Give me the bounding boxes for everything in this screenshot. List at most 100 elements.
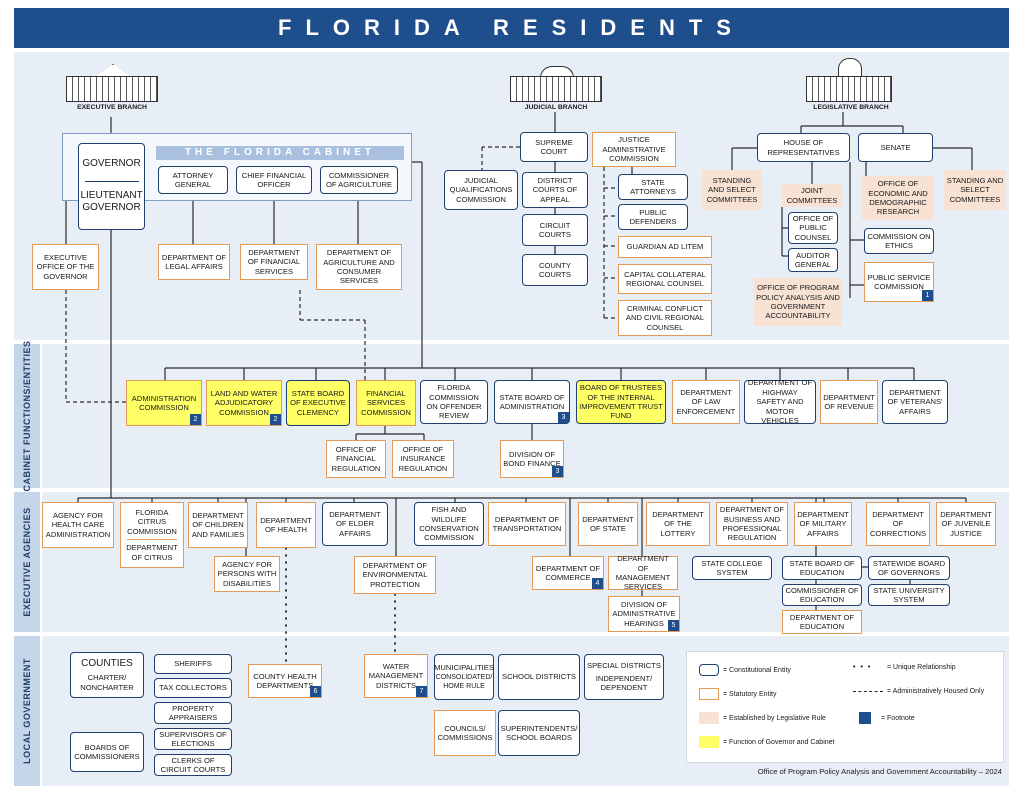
senate-box[interactable]: SENATE: [858, 133, 933, 162]
tax-collectors-box[interactable]: TAX COLLECTORS: [154, 678, 232, 698]
ahca-box[interactable]: AGENCY FOR HEALTH CARE ADMINISTRATION: [42, 502, 114, 548]
dept-agriculture-consumer-services-box[interactable]: DEPARTMENT OF AGRICULTURE AND CONSUMER S…: [316, 244, 402, 290]
counties-box[interactable]: COUNTIES CHARTER/ NONCHARTER: [70, 652, 144, 698]
footnote-4: 4: [592, 578, 603, 589]
municipalities-box[interactable]: MUNICIPALITIES CONSOLIDATED/ HOME RULE: [434, 654, 494, 700]
criminal-conflict-civil-regional-counsel-box[interactable]: CRIMINAL CONFLICT AND CIVIL REGIONAL COU…: [618, 300, 712, 336]
dept-state-box[interactable]: DEPARTMENT OF STATE: [578, 502, 638, 546]
office-of-public-counsel-box[interactable]: OFFICE OF PUBLIC COUNSEL: [788, 212, 838, 244]
dept-legal-affairs-box[interactable]: DEPARTMENT OF LEGAL AFFAIRS: [158, 244, 230, 280]
footnote-6: 6: [310, 686, 321, 697]
school-districts-box[interactable]: SCHOOL DISTRICTS: [498, 654, 580, 700]
dept-revenue-box[interactable]: DEPARTMENT OF REVENUE: [820, 380, 878, 424]
legend-constitutional: = Constitutional Entity: [699, 664, 791, 676]
clerks-of-circuit-courts-box[interactable]: CLERKS OF CIRCUIT COURTS: [154, 754, 232, 776]
district-courts-of-appeal-box[interactable]: DISTRICT COURTS OF APPEAL: [522, 172, 588, 208]
legislature-building-icon: [806, 58, 892, 102]
dept-commerce-box[interactable]: DEPARTMENT OF COMMERCE 4: [532, 556, 604, 590]
legend: = Constitutional Entity = Statutory Enti…: [686, 651, 1004, 763]
councils-commissions-box[interactable]: COUNCILS/ COMMISSIONS: [434, 710, 496, 756]
special-districts-box[interactable]: SPECIAL DISTRICTS INDEPENDENT/ DEPENDENT: [584, 654, 664, 700]
land-water-adjudicatory-commission-box[interactable]: LAND AND WATER ADJUDICATORY COMMISSION 2: [206, 380, 282, 426]
courthouse-building-icon: [510, 66, 602, 102]
dept-children-families-box[interactable]: DEPARTMENT OF CHILDREN AND FAMILIES: [188, 502, 248, 548]
judicial-qualifications-commission-box[interactable]: JUDICIAL QUALIFICATIONS COMMISSION: [444, 170, 518, 210]
office-insurance-regulation-box[interactable]: OFFICE OF INSURANCE REGULATION: [392, 440, 454, 478]
dept-corrections-box[interactable]: DEPARTMENT OF CORRECTIONS: [866, 502, 930, 546]
boards-of-commissioners-box[interactable]: BOARDS OF COMMISSIONERS: [70, 732, 144, 772]
footnote-3a: 3: [558, 412, 569, 423]
state-board-of-education-box[interactable]: STATE BOARD OF EDUCATION: [782, 556, 862, 580]
footnote-2a: 2: [190, 414, 201, 425]
public-service-commission-box[interactable]: PUBLIC SERVICE COMMISSION 1: [864, 262, 934, 302]
dept-health-box[interactable]: DEPARTMENT OF HEALTH: [256, 502, 316, 548]
dept-environmental-protection-box[interactable]: DEPARTMENT OF ENVIRONMENTAL PROTECTION: [354, 556, 436, 594]
water-management-districts-box[interactable]: WATER MANAGEMENT DISTRICTS 7: [364, 654, 428, 698]
circuit-courts-box[interactable]: CIRCUIT COURTS: [522, 214, 588, 246]
statewide-board-of-governors-box[interactable]: STATEWIDE BOARD OF GOVERNORS: [868, 556, 950, 580]
footnote-3b: 3: [552, 466, 563, 477]
financial-services-commission-box[interactable]: FINANCIAL SERVICES COMMISSION: [356, 380, 416, 426]
standing-select-committees-senate-box[interactable]: STANDING AND SELECT COMMITTEES: [944, 170, 1006, 210]
trustees-internal-improvement-trust-fund-box[interactable]: BOARD OF TRUSTEES OF THE INTERNAL IMPROV…: [576, 380, 666, 424]
dept-transportation-box[interactable]: DEPARTMENT OF TRANSPORTATION: [488, 502, 566, 546]
chief-financial-officer-box[interactable]: CHIEF FINANCIAL OFFICER: [236, 166, 312, 194]
governor-box[interactable]: GOVERNOR LIEUTENANT GOVERNOR: [78, 143, 145, 230]
county-courts-box[interactable]: COUNTY COURTS: [522, 254, 588, 286]
commissioner-of-agriculture-box[interactable]: COMMISSIONER OF AGRICULTURE: [320, 166, 398, 194]
fish-wildlife-commission-box[interactable]: FISH AND WILDLIFE CONSERVATION COMMISSIO…: [414, 502, 484, 546]
legend-rule: = Established by Legislative Rule: [699, 712, 826, 724]
commissioner-of-education-box[interactable]: COMMISSIONER OF EDUCATION: [782, 584, 862, 606]
dept-elder-affairs-box[interactable]: DEPARTMENT OF ELDER AFFAIRS: [322, 502, 388, 546]
dept-veterans-affairs-box[interactable]: DEPARTMENT OF VETERANS' AFFAIRS: [882, 380, 948, 424]
dept-financial-services-box[interactable]: DEPARTMENT OF FINANCIAL SERVICES: [240, 244, 308, 280]
agency-persons-disabilities-box[interactable]: AGENCY FOR PERSONS WITH DISABILITIES: [214, 556, 280, 592]
division-bond-finance-box[interactable]: DIVISION OF BOND FINANCE 3: [500, 440, 564, 478]
executive-office-of-governor-box[interactable]: EXECUTIVE OFFICE OF THE GOVERNOR: [32, 244, 99, 290]
executive-branch-label: EXECUTIVE BRANCH: [77, 104, 147, 111]
dept-management-services-box[interactable]: DEPARTMENT OF MANAGEMENT SERVICES: [608, 554, 678, 591]
public-defenders-box[interactable]: PUBLIC DEFENDERS: [618, 204, 688, 230]
state-college-system-box[interactable]: STATE COLLEGE SYSTEM: [692, 556, 772, 580]
legislative-branch-label: LEGISLATIVE BRANCH: [813, 104, 889, 111]
footnote-1: 1: [922, 290, 933, 301]
supervisors-of-elections-box[interactable]: SUPERVISORS OF ELECTIONS: [154, 728, 232, 750]
property-appraisers-box[interactable]: PROPERTY APPRAISERS: [154, 702, 232, 724]
division-administrative-hearings-box[interactable]: DIVISION OF ADMINISTRATIVE HEARINGS 5: [608, 596, 680, 632]
office-economic-demographic-research-box[interactable]: OFFICE OF ECONOMIC AND DEMOGRAPHIC RESEA…: [862, 176, 934, 220]
dept-law-enforcement-box[interactable]: DEPARTMENT OF LAW ENFORCEMENT: [672, 380, 740, 424]
state-university-system-box[interactable]: STATE UNIVERSITY SYSTEM: [868, 584, 950, 606]
dept-business-professional-regulation-box[interactable]: DEPARTMENT OF BUSINESS AND PROFESSIONAL …: [716, 502, 788, 546]
footnote-7: 7: [416, 686, 427, 697]
dept-military-affairs-box[interactable]: DEPARTMENT OF MILITARY AFFAIRS: [794, 502, 852, 546]
auditor-general-box[interactable]: AUDITOR GENERAL: [788, 248, 838, 272]
administration-commission-box[interactable]: ADMINISTRATION COMMISSION 2: [126, 380, 202, 426]
house-of-representatives-box[interactable]: HOUSE OF REPRESENTATIVES: [757, 133, 850, 162]
board-executive-clemency-box[interactable]: STATE BOARD OF EXECUTIVE CLEMENCY: [286, 380, 350, 426]
section-label-local: LOCAL GOVERNMENT: [14, 636, 40, 786]
county-health-departments-box[interactable]: COUNTY HEALTH DEPARTMENTS 6: [248, 664, 322, 698]
capital-collateral-regional-counsel-box[interactable]: CAPITAL COLLATERAL REGIONAL COUNSEL: [618, 264, 712, 294]
joint-committees-box[interactable]: JOINT COMMITTEES: [782, 184, 842, 207]
oppaga-box[interactable]: OFFICE OF PROGRAM POLICY ANALYSIS AND GO…: [754, 278, 842, 326]
state-attorneys-box[interactable]: STATE ATTORNEYS: [618, 174, 688, 200]
sheriffs-box[interactable]: SHERIFFS: [154, 654, 232, 674]
office-financial-regulation-box[interactable]: OFFICE OF FINANCIAL REGULATION: [326, 440, 386, 478]
supreme-court-box[interactable]: SUPREME COURT: [520, 132, 588, 162]
florida-cabinet-title: THE FLORIDA CABINET: [156, 146, 404, 160]
dept-highway-safety-box[interactable]: DEPARTMENT OF HIGHWAY SAFETY AND MOTOR V…: [744, 378, 816, 425]
dept-lottery-box[interactable]: DEPARTMENT OF THE LOTTERY: [646, 502, 710, 546]
legend-statutory: = Statutory Entity: [699, 688, 777, 700]
section-label-agencies: EXECUTIVE AGENCIES: [14, 492, 40, 632]
guardian-ad-litem-box[interactable]: GUARDIAN AD LITEM: [618, 236, 712, 258]
commission-on-ethics-box[interactable]: COMMISSION ON ETHICS: [864, 228, 934, 254]
commission-offender-review-box[interactable]: FLORIDA COMMISSION ON OFFENDER REVIEW: [420, 380, 488, 424]
attorney-general-box[interactable]: ATTORNEY GENERAL: [158, 166, 228, 194]
superintendents-school-boards-box[interactable]: SUPERINTENDENTS/ SCHOOL BOARDS: [498, 710, 580, 756]
justice-administrative-commission-box[interactable]: JUSTICE ADMINISTRATIVE COMMISSION: [592, 132, 676, 167]
state-board-of-administration-box[interactable]: STATE BOARD OF ADMINISTRATION 3: [494, 380, 570, 424]
dept-education-box[interactable]: DEPARTMENT OF EDUCATION: [782, 610, 862, 634]
dept-juvenile-justice-box[interactable]: DEPARTMENT OF JUVENILE JUSTICE: [936, 502, 996, 546]
florida-citrus-commission-box[interactable]: FLORIDA CITRUS COMMISSION DEPARTMENT OF …: [120, 502, 184, 568]
standing-select-committees-house-box[interactable]: STANDING AND SELECT COMMITTEES: [702, 170, 762, 210]
